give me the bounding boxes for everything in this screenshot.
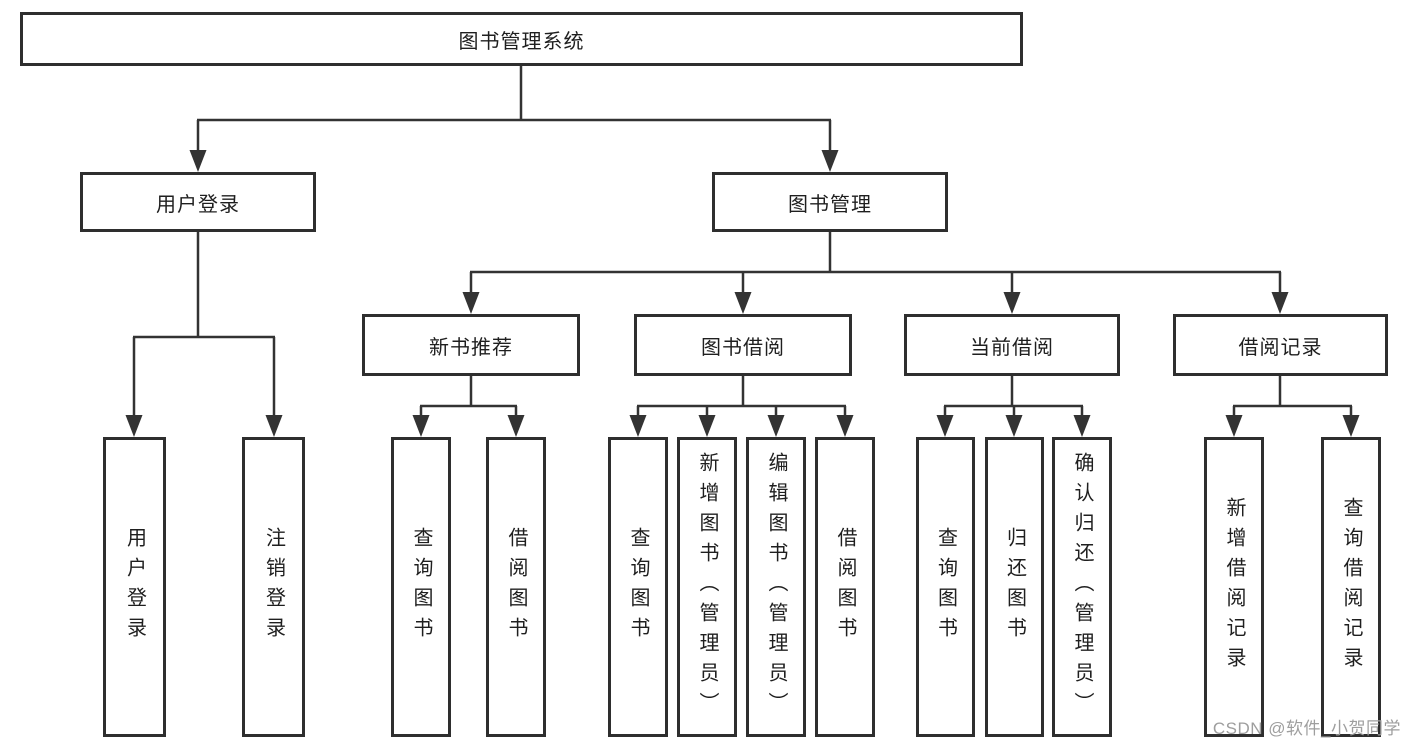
arrow-down-icon <box>1005 415 1023 437</box>
node-label: 归还图书 <box>1003 527 1026 647</box>
node-book-borrowing: 图书借阅 <box>634 314 852 376</box>
arrow-down-icon <box>821 150 839 172</box>
leaf-return-books: 归还图书 <box>985 437 1044 737</box>
leaf-borrow-books-recommend: 借阅图书 <box>486 437 546 737</box>
arrow-down-icon <box>412 415 430 437</box>
leaf-query-books-recommend: 查询图书 <box>391 437 451 737</box>
arrow-down-icon <box>734 292 752 314</box>
leaf-query-books-current: 查询图书 <box>916 437 975 737</box>
connector-records-to-leaves <box>1232 376 1353 417</box>
leaf-user-login: 用户登录 <box>103 437 166 737</box>
node-label: 查询图书 <box>627 527 649 647</box>
leaf-query-borrow-record: 查询借阅记录 <box>1321 437 1381 737</box>
node-label: 查询借阅记录 <box>1340 497 1362 677</box>
node-label: 用户登录 <box>156 193 240 216</box>
node-label: 新增借阅记录 <box>1223 497 1245 677</box>
node-book-management: 图书管理 <box>712 172 948 232</box>
csdn-watermark: CSDN @软件_小贺同学 <box>1212 719 1401 738</box>
node-label: 图书借阅 <box>701 336 785 359</box>
node-label: 借阅记录 <box>1238 336 1323 359</box>
connector-current-to-leaves <box>943 376 1084 417</box>
arrow-down-icon <box>698 415 716 437</box>
node-label: 查询图书 <box>410 527 432 647</box>
connector-new-rec-to-leaves <box>419 376 518 417</box>
arrow-down-icon <box>462 292 480 314</box>
node-label: 新书推荐 <box>429 336 513 359</box>
node-label: 查询图书 <box>934 527 957 647</box>
arrow-down-icon <box>1073 415 1091 437</box>
leaf-add-books-admin: 新增图书（管理员） <box>677 437 737 737</box>
node-user-login: 用户登录 <box>80 172 316 232</box>
arrowheads <box>125 150 1360 437</box>
node-label: 用户登录 <box>123 527 146 647</box>
node-label: 当前借阅 <box>970 336 1054 359</box>
node-label: 借阅图书 <box>505 527 527 647</box>
connector-book-mgmt-to-level3 <box>469 232 1282 294</box>
arrow-down-icon <box>125 415 143 437</box>
node-new-book-recommendation: 新书推荐 <box>362 314 580 376</box>
arrow-down-icon <box>1271 292 1289 314</box>
node-label: 注销登录 <box>262 527 285 647</box>
connector-borrow-to-leaves <box>636 376 847 417</box>
connector-root-to-level2 <box>196 66 832 152</box>
arrow-down-icon <box>265 415 283 437</box>
arrow-down-icon <box>936 415 954 437</box>
arrow-down-icon <box>507 415 525 437</box>
leaf-edit-books-admin: 编辑图书（管理员） <box>746 437 806 737</box>
arrow-down-icon <box>629 415 647 437</box>
leaf-query-books-borrowing: 查询图书 <box>608 437 668 737</box>
node-label: 编辑图书（管理员） <box>765 452 787 722</box>
node-label: 图书管理系统 <box>458 30 585 53</box>
leaf-add-borrow-record: 新增借阅记录 <box>1204 437 1264 737</box>
node-label: 新增图书（管理员） <box>696 452 718 722</box>
node-borrowing-records: 借阅记录 <box>1173 314 1388 376</box>
node-label: 图书管理 <box>788 193 872 216</box>
arrow-down-icon <box>836 415 854 437</box>
arrow-down-icon <box>1003 292 1021 314</box>
node-system-root: 图书管理系统 <box>20 12 1023 66</box>
node-label: 确认归还（管理员） <box>1071 452 1093 722</box>
node-current-borrowing: 当前借阅 <box>904 314 1120 376</box>
arrow-down-icon <box>1225 415 1243 437</box>
arrow-down-icon <box>189 150 207 172</box>
leaf-confirm-return-admin: 确认归还（管理员） <box>1052 437 1112 737</box>
arrow-down-icon <box>767 415 785 437</box>
connector-user-login-to-leaves <box>132 232 276 417</box>
leaf-borrow-books: 借阅图书 <box>815 437 875 737</box>
leaf-logout: 注销登录 <box>242 437 305 737</box>
node-label: 借阅图书 <box>834 527 856 647</box>
arrow-down-icon <box>1342 415 1360 437</box>
